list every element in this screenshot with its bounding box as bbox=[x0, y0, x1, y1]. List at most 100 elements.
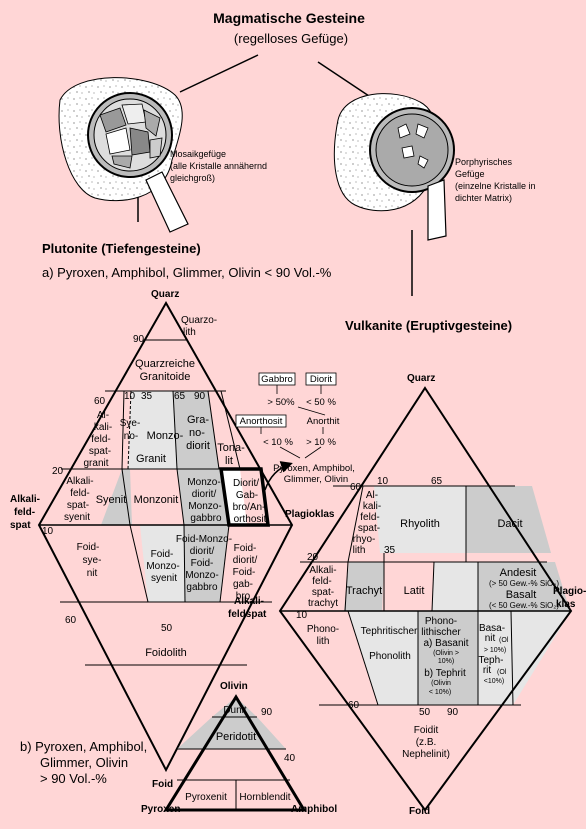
v-apex-plagio-1: Plagio- bbox=[553, 586, 586, 597]
v-label-alkalirhyolith-2: kali- bbox=[363, 501, 381, 512]
label-diorit-1: Diorit/ bbox=[233, 478, 259, 489]
v-label-andesit-note: (> 50 Gew.-% SiO₂) bbox=[489, 579, 559, 588]
v-label-basanit-a: a) Basanit bbox=[423, 638, 468, 649]
connector-right bbox=[317, 61, 376, 101]
v-label-alkalitrachyt-1: Alkali- bbox=[309, 565, 336, 576]
field-dacit-fill bbox=[466, 486, 551, 553]
label-syenogranit-2: no- bbox=[124, 431, 138, 442]
label-monzodiorit-2: diorit/ bbox=[192, 489, 217, 500]
v-label-foidit-2: (z.B. bbox=[416, 737, 437, 748]
label-granodiorit-2: no- bbox=[189, 427, 205, 439]
lens-right-line-2: Gefüge bbox=[455, 169, 485, 179]
label-monzonit: Monzonit bbox=[134, 494, 179, 506]
label-diorit-4: orthosit bbox=[234, 514, 267, 525]
v-label-tephrit-right-2: rit bbox=[483, 665, 492, 676]
label-pyroxenit: Pyroxenit bbox=[185, 792, 227, 803]
label-granodiorit-3: diorit bbox=[186, 440, 210, 452]
label-quarzreiche-1: Quarzreiche bbox=[135, 358, 195, 370]
mosaic-texture-illustration bbox=[58, 77, 189, 233]
page-title: Magmatische Gesteine bbox=[213, 10, 365, 26]
label-monzodiorit-4: gabbro bbox=[190, 513, 222, 524]
v-label-tephritischer: Tephritischer bbox=[361, 626, 418, 637]
field-rhyolith-fill bbox=[374, 486, 466, 553]
field-basanit-fill bbox=[478, 611, 571, 705]
apex-pyroxen: Pyroxen bbox=[141, 804, 180, 815]
label-alkalifeldspatsyenit-3: spat- bbox=[67, 500, 89, 511]
v-label-dacit: Dacit bbox=[497, 518, 522, 530]
field-trachyt-fill bbox=[344, 562, 384, 611]
label-foidmonzodiorit-4: Monzo- bbox=[185, 570, 218, 581]
v-apex-quarz: Quarz bbox=[407, 373, 435, 384]
label-foidsyenit-2: sye- bbox=[83, 555, 102, 566]
label-foidsyenit-1: Foid- bbox=[77, 542, 100, 553]
lens-right-line-4: dichter Matrix) bbox=[455, 193, 513, 203]
field-foid-monzodiorit-fill bbox=[184, 525, 229, 602]
v-label-alkalirhyolith-1: Al- bbox=[366, 490, 378, 501]
gabbro-diorit-criteria: Gabbro Diorit > 50% < 50 % Anorthosit An… bbox=[235, 372, 355, 491]
v-label-tephrit-b-note-1: (Olivin bbox=[431, 680, 451, 687]
lens-left-caption: Mosaikgefüge (alle Kristalle annähernd g… bbox=[170, 148, 267, 184]
label-foiddiorit-3: Foid- bbox=[233, 567, 256, 578]
apex-alkalifeldspat-1: Alkali- bbox=[10, 494, 40, 505]
v-label-alkalitrachyt-4: trachyt bbox=[308, 598, 338, 609]
ultramafic-outline bbox=[163, 694, 307, 812]
v-tick-10: 10 bbox=[296, 610, 308, 621]
v-label-alkalirhyolith-4: spat- bbox=[358, 523, 380, 534]
tick-10-x: 10 bbox=[124, 391, 136, 402]
apex-alkalifeldspat-2: feld- bbox=[14, 507, 35, 518]
apex-plagioklas: Plagioklas bbox=[285, 509, 335, 520]
apex-alkalifeldspat-3: spat bbox=[10, 520, 31, 531]
condition-b-line-1: b) Pyroxen, Amphibol, bbox=[20, 739, 148, 754]
v-label-basanit-right-note: (Ol bbox=[499, 637, 509, 644]
v-tick-35: 35 bbox=[384, 545, 396, 556]
volcanic-qapf-diagram: Quarz Alkali- feldspat Plagio- klas Foid… bbox=[228, 373, 586, 817]
label-alkalifeldspatgranit-2: kali- bbox=[94, 422, 112, 433]
label-alkalifeldspatgranit-5: granit bbox=[83, 458, 108, 469]
label-minerals-1: Pyroxen, Amphibol, bbox=[273, 463, 355, 474]
field-granodiorit bbox=[173, 391, 219, 469]
v-apex-plagio-2: klas bbox=[556, 599, 576, 610]
label-monzogranit: Monzo- bbox=[147, 430, 184, 442]
v-tick-60-lower: 60 bbox=[348, 700, 360, 711]
label-foiddiorit-2: diorit/ bbox=[233, 555, 258, 566]
label-alkalifeldspatsyenit-2: feld- bbox=[70, 488, 89, 499]
label-foidmonzodiorit-3: Foid- bbox=[191, 558, 214, 569]
v-label-trachyt: Trachyt bbox=[346, 585, 382, 597]
u-tick-90: 90 bbox=[261, 707, 273, 718]
v-tick-65: 65 bbox=[431, 476, 443, 487]
label-diorit-val: < 50 % bbox=[306, 397, 336, 408]
u-tick-40: 40 bbox=[284, 753, 296, 764]
ultramafic-triangle: Olivin Pyroxen Amphibol 90 40 Dunit Peri… bbox=[141, 681, 337, 815]
label-tonalit-2: lit bbox=[225, 455, 233, 467]
connector-left bbox=[179, 54, 259, 93]
field-phonolithischer-fill bbox=[418, 611, 478, 705]
label-quarzreiche-2: Granitoide bbox=[140, 371, 191, 383]
label-alkalifeldspatgranit-4: spat- bbox=[89, 446, 111, 457]
v-label-phonolith-left-1: Phono- bbox=[307, 624, 339, 635]
v-tick-10-x: 10 bbox=[377, 476, 389, 487]
v-label-basalt: Basalt bbox=[506, 589, 537, 601]
label-foidmonzosyenit-2: Monzo- bbox=[146, 561, 179, 572]
v-apex-foid: Foid bbox=[409, 806, 430, 817]
v-label-alkalirhyolith-3: feld- bbox=[360, 512, 379, 523]
label-quarzolith-2: lith bbox=[183, 327, 196, 338]
diorit-highlight-box bbox=[218, 467, 270, 527]
label-anorthit: Anorthit bbox=[307, 416, 340, 427]
label-foidmonzodiorit-5: gabbro bbox=[186, 582, 218, 593]
v-label-alkalitrachyt-2: feld- bbox=[312, 576, 331, 587]
v-label-andesit: Andesit bbox=[500, 567, 537, 579]
field-peridotit-fill bbox=[177, 717, 286, 749]
tick-60: 60 bbox=[94, 396, 106, 407]
tick-20: 20 bbox=[52, 466, 64, 477]
label-alkalifeldspatsyenit-1: Alkali- bbox=[66, 476, 93, 487]
condition-a: a) Pyroxen, Amphibol, Glimmer, Olivin < … bbox=[42, 265, 332, 280]
field-foid-monzosyenit-fill bbox=[140, 525, 185, 602]
v-label-basanit-right-2: nit bbox=[485, 633, 496, 644]
label-diorit-3: bro/An- bbox=[233, 502, 266, 513]
label-alkalifeldspatsyenit-4: syenit bbox=[64, 512, 90, 523]
v-label-tephrit-right-1: Teph- bbox=[478, 655, 503, 666]
porphyric-texture-illustration bbox=[333, 93, 455, 241]
label-granit: Granit bbox=[136, 453, 166, 465]
field-tephritischer-fill bbox=[348, 611, 418, 705]
